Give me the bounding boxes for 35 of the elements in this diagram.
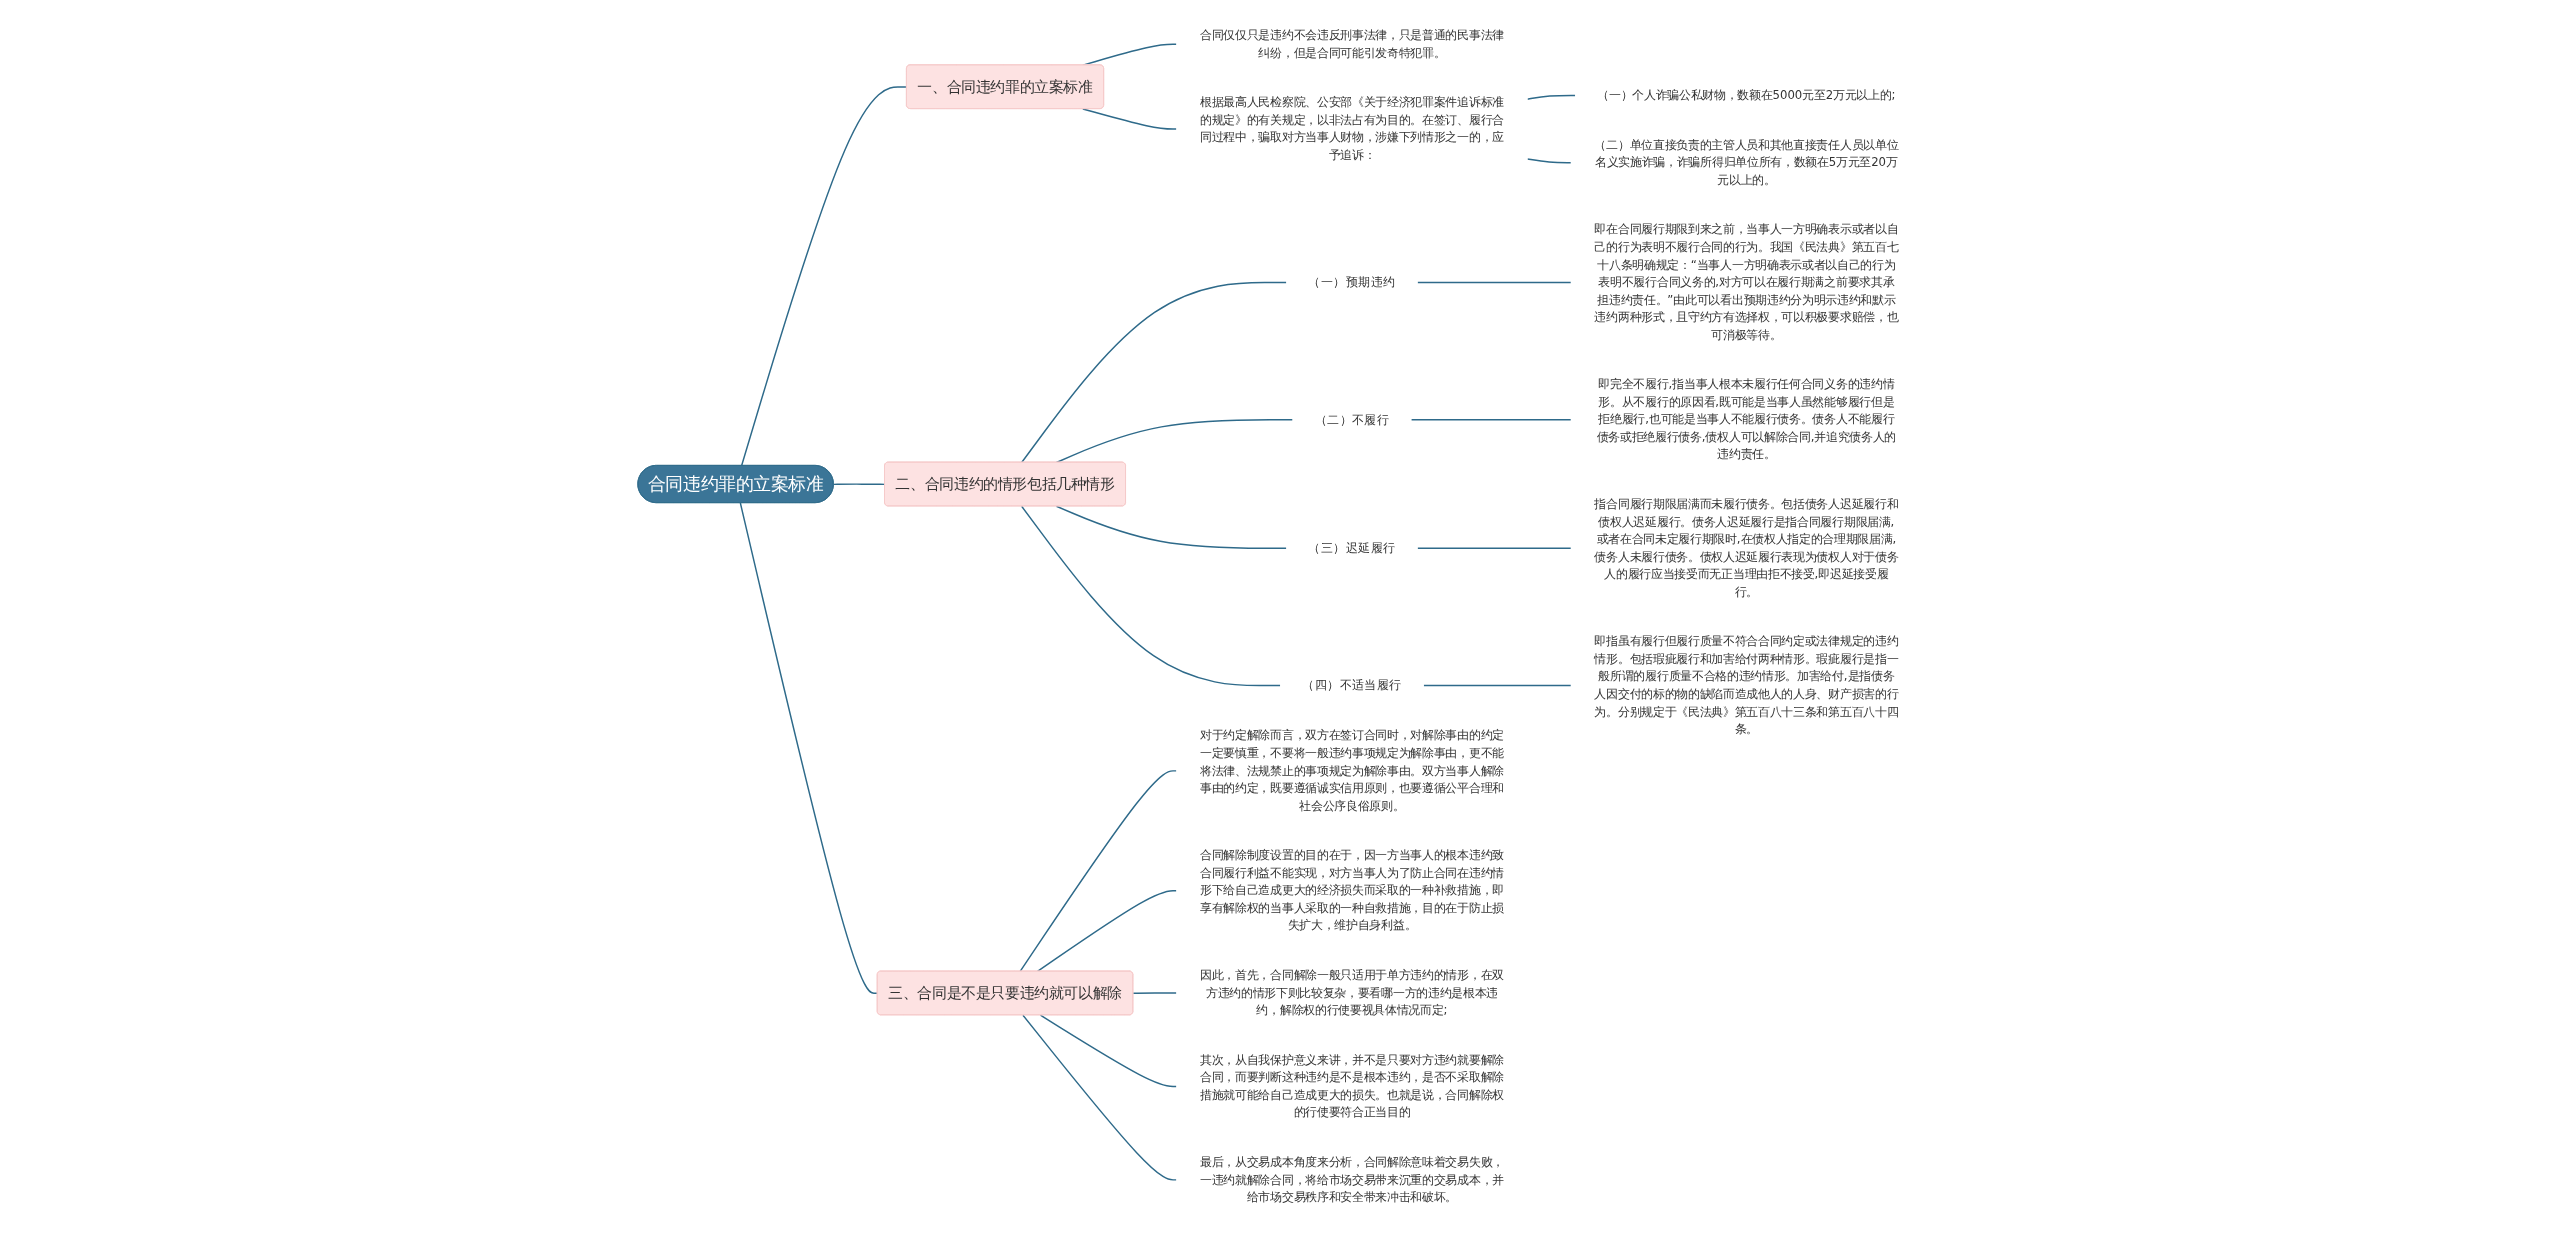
node-text: 指合同履行期限届满而未履行债务。包括债务人迟延履行和债权人迟延履行。债务人迟延履行是指合同履行期限届满,或者在合同未定履行期限时,在债权人指定的合理期限届满,债务人未履行债务。债权人迟延履行表现为债权人对于债务人的履行应当接受而无正当理由拒不接受,即迟延接受履行。: [1594, 497, 1899, 599]
node-text: 即完全不履行,指当事人根本未履行任何合同义务的违约情形。从不履行的原因看,既可能是当事人虽然能够履行但是拒绝履行,也可能是当事人不能履行债务。债务人不能履行债务或拒绝履行债务,债权人可以解除合同,并追究债务人的违约责任。: [1596, 377, 1897, 462]
connector: [1019, 770, 1178, 973]
connector: [833, 483, 886, 486]
node-text: 最后，从交易成本角度来分析，合同解除意味着交易失败，一违约就解除合同，将给市场交易带来沉重的交易成本，并给市场交易秩序和安全带来冲击和破坏。: [1200, 1155, 1505, 1204]
node-text: 合同解除制度设置的目的在于，因一方当事人的根本违约致合同履行利益不能实现，对方当事人为了防止合同在违约情形下给自己造成更大的经济损失而采取的一种补救措施，即享有解除权的当事人采取的一种自救措施，目的在于防止损失扩大，维护自身利益。: [1200, 848, 1505, 933]
node-text: （四）不适当履行: [1302, 677, 1402, 693]
node-text: 合同仅仅只是违约不会违反刑事法律，只是普通的民事法律纠纷，但是合同可能引发奇特犯罪。: [1200, 28, 1505, 60]
node-text: 因此，首先，合同解除一般只适用于单方违约的情形，在双方违约的情形下则比较复杂，要看哪一方的违约是根本违约，解除权的行使要视具体情况而定;: [1200, 968, 1505, 1018]
node-text: 即在合同履行期限到来之前，当事人一方明确表示或者以自己的行为表明不履行合同的行为。我国《民法典》第五百七十八条明确规定：“当事人一方明确表示或者以自己的行为表明不履行合同义务的,对方可以在履行期满之前要求其承担违约责任。”由此可以看出预期违约分为明示违约和默示违约两种形式，且守约方有选择权，可以积极要求赔偿，也可消极等待。: [1594, 222, 1899, 342]
connector: [1055, 505, 1288, 549]
connector: [1410, 419, 1573, 421]
node-text: （一）个人诈骗公私财物，数额在5000元至2万元以上的;: [1597, 88, 1896, 103]
connector: [741, 86, 908, 467]
node-text: 其次，从自我保护意义来讲，并不是只要对方违约就要解除合同，而要判断这种违约是不是根本违约，是否不采取解除措施就可能给自己造成更大的损失。也就是说，合同解除权的行使要符合正当目的: [1200, 1052, 1505, 1120]
connector: [1416, 547, 1573, 549]
connector: [1526, 158, 1573, 164]
connector: [1526, 94, 1577, 100]
connector: [739, 502, 879, 994]
node-text: （三）迟延履行: [1308, 540, 1396, 556]
connector: [1082, 108, 1178, 130]
node-text: （二）不履行: [1314, 411, 1390, 427]
connector: [1416, 281, 1573, 284]
connector: [1021, 505, 1282, 687]
node-text: （一）预期违约: [1308, 274, 1396, 290]
connector: [1423, 684, 1573, 687]
connector: [1021, 281, 1288, 464]
node-text: 即指虽有履行但履行质量不符合合同约定或法律规定的违约情形。包括瑕疵履行和加害给付两种情形。瑕疵履行是指一般所谓的履行质量不合格的违约情形。加害给付,是指债务人因交付的标的物的缺陷而造成他人的人身、财产损害的行为。分别规定于《民法典》第五百八十三条和第五百八十四条。: [1594, 634, 1899, 736]
node-text: （二）单位直接负责的主管人员和其他直接责任人员以单位名义实施诈骗，诈骗所得归单位所有，数额在5万元至20万元以上的。: [1594, 137, 1899, 187]
connector: [1132, 992, 1178, 994]
connector: [1040, 1014, 1178, 1088]
node-text: 对于约定解除而言，双方在签订合同时，对解除事由的约定一定要慎重，不要将一般违约事项规定为解除事由，更不能将法律、法规禁止的事项规定为解除事由。双方当事人解除事由的约定，既要遵循诚实信用原则，也要遵循公平合理和社会公序良俗原则。: [1200, 728, 1505, 813]
connector: [1037, 889, 1178, 973]
connector: [1022, 1014, 1178, 1181]
node-text: 根据最高人民检察院、公安部《关于经济犯罪案件追诉标准的规定》的有关规定，以非法占有为目的。在签订、履行合同过程中，骗取对方当事人财物，涉嫌下列情形之一的，应予追诉：: [1200, 95, 1505, 162]
